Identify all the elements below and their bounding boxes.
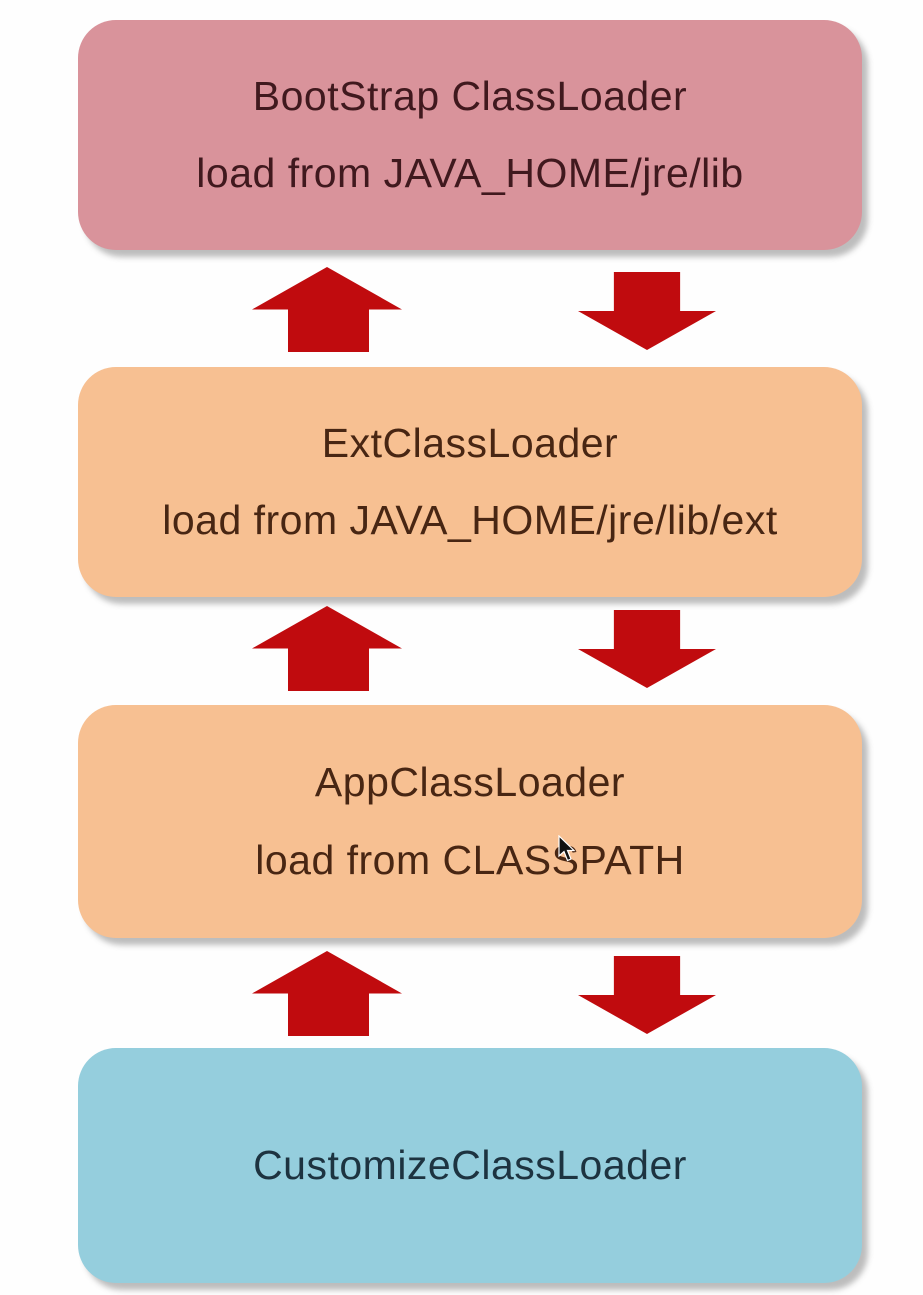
bootstrap-classloader-path: load from JAVA_HOME/jre/lib: [196, 150, 744, 196]
customize-classloader-box: CustomizeClassLoader: [78, 1048, 862, 1283]
app-classloader-title: AppClassLoader: [314, 759, 626, 806]
delegate-up-arrow-icon: [252, 606, 402, 691]
ext-classloader-box: ExtClassLoader load from JAVA_HOME/jre/l…: [78, 367, 862, 597]
bootstrap-classloader-title: BootStrap ClassLoader: [252, 72, 688, 119]
load-down-arrow-icon: [578, 610, 716, 688]
delegate-up-arrow-icon: [252, 951, 402, 1036]
ext-classloader-title: ExtClassLoader: [321, 419, 619, 466]
load-down-arrow-icon: [578, 956, 716, 1034]
bootstrap-classloader-box: BootStrap ClassLoader load from JAVA_HOM…: [78, 20, 862, 250]
delegate-up-arrow-icon: [252, 267, 402, 352]
load-down-arrow-icon: [578, 272, 716, 350]
customize-classloader-title: CustomizeClassLoader: [253, 1141, 687, 1188]
ext-classloader-path: load from JAVA_HOME/jre/lib/ext: [162, 497, 778, 543]
app-classloader-box: AppClassLoader load from CLASSPATH: [78, 705, 862, 938]
app-classloader-path: load from CLASSPATH: [255, 836, 685, 883]
